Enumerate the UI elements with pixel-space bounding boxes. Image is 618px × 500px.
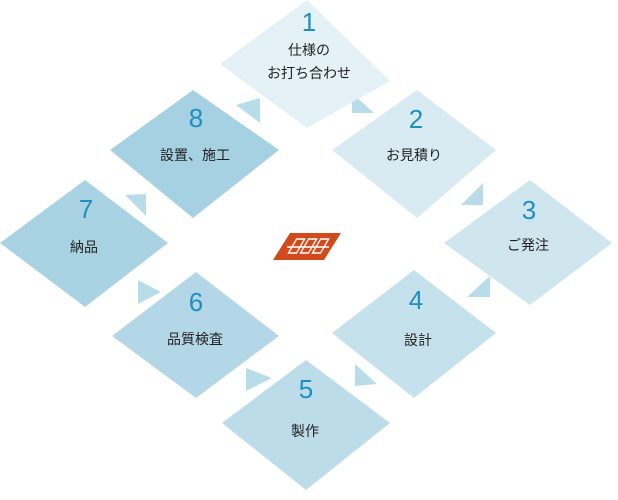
step-1-label: 仕様の xyxy=(288,43,330,59)
flow-arrow-4-5 xyxy=(355,364,377,386)
step-1: 1 仕様の お打ち合わせ xyxy=(220,0,390,128)
step-1-label-line-2: お打ち合わせ xyxy=(267,65,351,82)
step-1-number: 1 xyxy=(302,7,316,37)
step-2-label: お見積り xyxy=(386,148,442,164)
step-7-label: 納品 xyxy=(70,240,98,256)
step-7-diamond xyxy=(0,180,168,307)
step-6-number: 6 xyxy=(189,287,203,317)
step-4: 4 設計 xyxy=(332,270,496,398)
flow-arrow-2-3 xyxy=(461,183,483,205)
step-3-label: ご発注 xyxy=(507,238,549,254)
step-3-diamond xyxy=(444,180,612,305)
flow-arrow-6-7 xyxy=(138,280,161,304)
flow-arrow-3-4 xyxy=(467,276,490,297)
step-5: 5 製作 xyxy=(222,360,390,490)
step-3: 3 ご発注 xyxy=(444,180,612,305)
step-2: 2 お見積り xyxy=(332,90,496,218)
step-3-number: 3 xyxy=(522,195,536,225)
step-7: 7 納品 xyxy=(0,180,168,307)
step-2-diamond xyxy=(332,90,496,218)
flow-arrow-7-8 xyxy=(125,194,146,216)
step-2-number: 2 xyxy=(409,104,423,134)
step-1-diamond xyxy=(220,0,390,128)
step-6: 6 品質検査 xyxy=(112,272,279,398)
step-8: 8 設置、施工 xyxy=(110,90,279,218)
step-4-diamond xyxy=(332,270,496,398)
step-8-label: 設置、施工 xyxy=(160,148,230,164)
step-8-number: 8 xyxy=(189,103,203,133)
step-4-number: 4 xyxy=(409,285,423,315)
step-5-label: 製作 xyxy=(291,424,319,440)
step-5-diamond xyxy=(222,360,390,490)
step-8-diamond xyxy=(110,90,279,218)
step-7-number: 7 xyxy=(79,194,93,224)
step-6-diamond xyxy=(112,272,279,398)
step-4-label: 設計 xyxy=(404,333,432,349)
company-logo-icon xyxy=(273,233,341,260)
step-6-label: 品質検査 xyxy=(167,332,223,348)
flow-arrow-8-1 xyxy=(236,98,260,123)
flow-arrow-5-6 xyxy=(246,368,272,391)
step-5-number: 5 xyxy=(299,374,313,404)
